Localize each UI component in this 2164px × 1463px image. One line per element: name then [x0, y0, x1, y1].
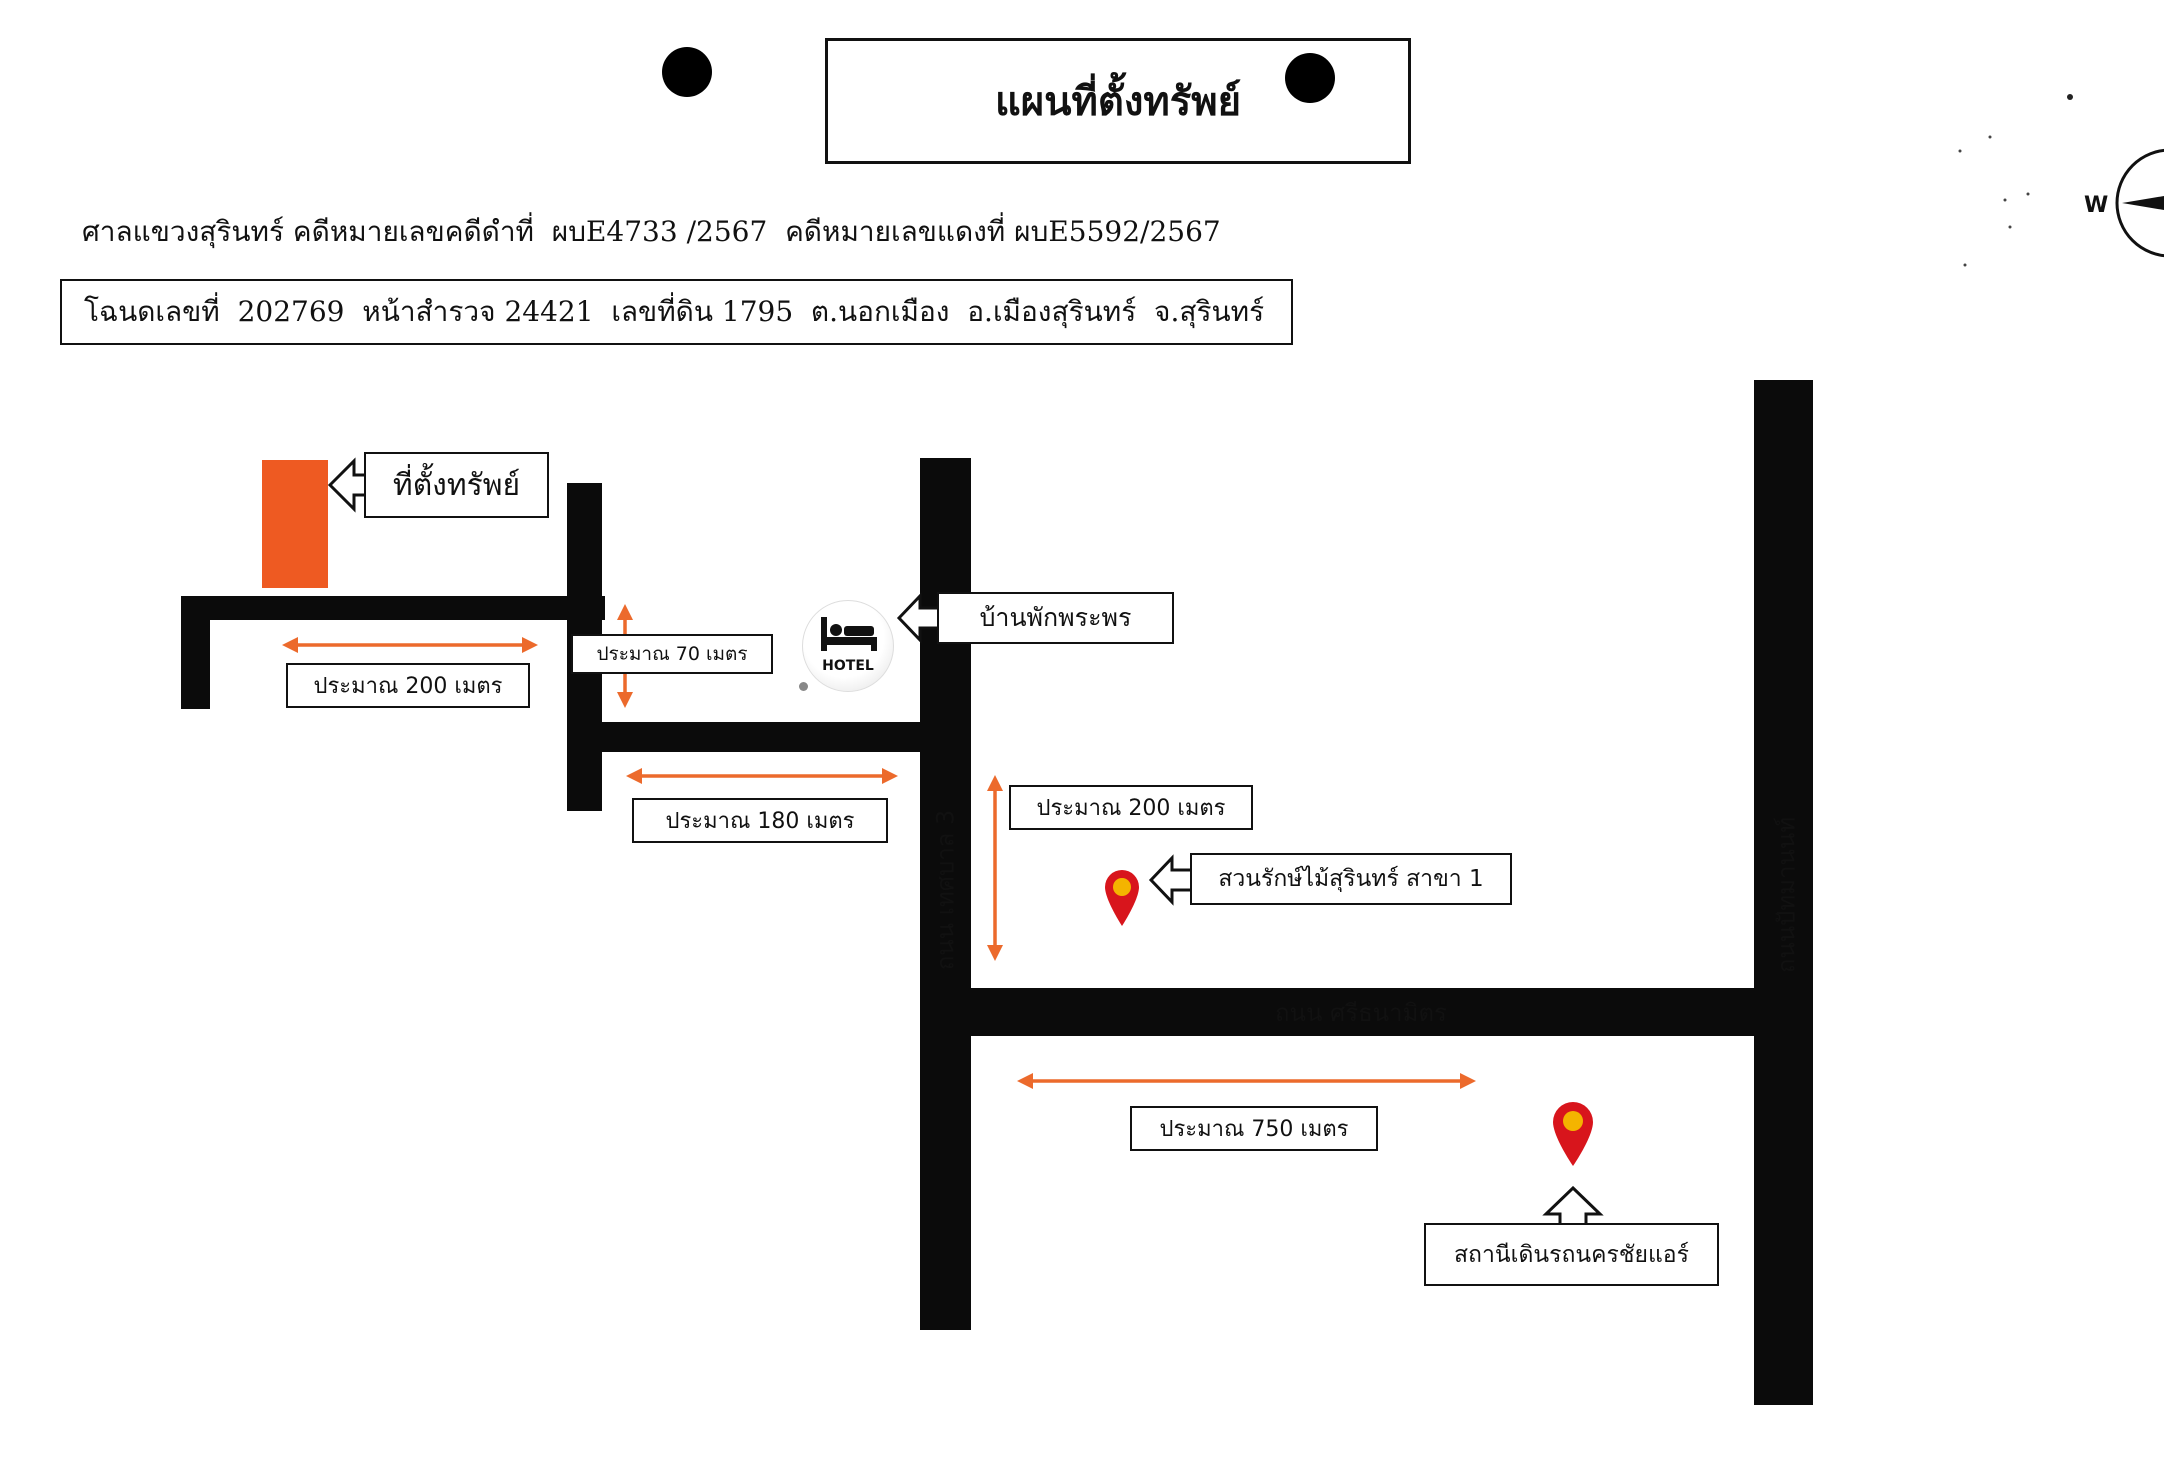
distance-label-70: ประมาณ 70 เมตร — [596, 643, 748, 665]
case-number-line: ศาลแขวงสุรินทร์ คดีหมายเลขคดีดำที่ ผบE47… — [82, 215, 1221, 248]
distance-label-box-750: ประมาณ 750 เมตร — [1130, 1106, 1378, 1151]
distance-label-180: ประมาณ 180 เมตร — [665, 809, 855, 834]
road-west-stub — [181, 596, 210, 709]
bus-station-map-pin-icon — [1553, 1102, 1593, 1166]
garden-map-pin-icon — [1105, 870, 1139, 926]
distance-label-box-70: ประมาณ 70 เมตร — [571, 634, 773, 674]
page-title: แผนที่ตั้งทรัพย์ — [994, 79, 1242, 125]
hole-punch-left — [662, 47, 712, 97]
road-label-thetsaban3: ถนน เทศบาล 3 — [931, 809, 960, 971]
deed-line: โฉนดเลขที่ 202769 หน้าสำรวจ 24421 เลขที่… — [84, 295, 1265, 328]
distance-label-750: ประมาณ 750 เมตร — [1159, 1117, 1349, 1142]
bed-icon — [821, 617, 877, 651]
bus-station-label: สถานีเดินรถนครชัยแอร์ — [1454, 1241, 1689, 1268]
distance-arrow-200-east — [987, 775, 1003, 961]
compass-icon: W — [2084, 148, 2164, 258]
distance-label-box-200-west: ประมาณ 200 เมตร — [286, 663, 530, 708]
distance-label-box-180: ประมาณ 180 เมตร — [632, 798, 888, 843]
road-west-horizontal — [181, 596, 605, 620]
road-label-srithanamit: ถนน ศรีธนามิตร — [1275, 999, 1447, 1027]
road-srithanamit — [920, 988, 1762, 1036]
property-label: ที่ตั้งทรัพย์ — [392, 467, 521, 503]
property-parcel — [262, 460, 328, 588]
hotel-label-box: บ้านพักพระพร — [937, 592, 1174, 644]
distance-arrow-200-west — [282, 637, 538, 653]
hotel-label: บ้านพักพระพร — [979, 603, 1132, 632]
hotel-dot — [799, 682, 808, 691]
garden-label-box: สวนรักษ์ไม้สุรินทร์ สาขา 1 — [1190, 853, 1512, 905]
bus-station-label-box: สถานีเดินรถนครชัยแอร์ — [1424, 1223, 1719, 1286]
deed-box: โฉนดเลขที่ 202769 หน้าสำรวจ 24421 เลขที่… — [60, 279, 1293, 345]
distance-label-200-east: ประมาณ 200 เมตร — [1036, 796, 1226, 821]
distance-arrow-750 — [1017, 1073, 1476, 1089]
hole-punch-right — [1285, 53, 1335, 103]
distance-label-200-west: ประมาณ 200 เมตร — [313, 674, 503, 699]
road-label-pattamanon: ถนนปัทมานนท์ — [1772, 816, 1801, 974]
compass-west-letter: W — [2084, 193, 2108, 218]
garden-label: สวนรักษ์ไม้สุรินทร์ สาขา 1 — [1218, 866, 1484, 892]
hotel-icon-text: HOTEL — [822, 658, 874, 674]
property-label-box: ที่ตั้งทรัพย์ — [364, 452, 549, 518]
road-soi-connector — [567, 722, 927, 752]
distance-arrow-180 — [626, 768, 898, 784]
distance-label-box-200-east: ประมาณ 200 เมตร — [1009, 785, 1253, 830]
road-pattamanon — [1754, 380, 1813, 1405]
hotel-icon: HOTEL — [802, 600, 894, 692]
bus-station-pointer-arrow-icon — [1542, 1186, 1604, 1228]
scan-speckles — [1958, 94, 2073, 267]
